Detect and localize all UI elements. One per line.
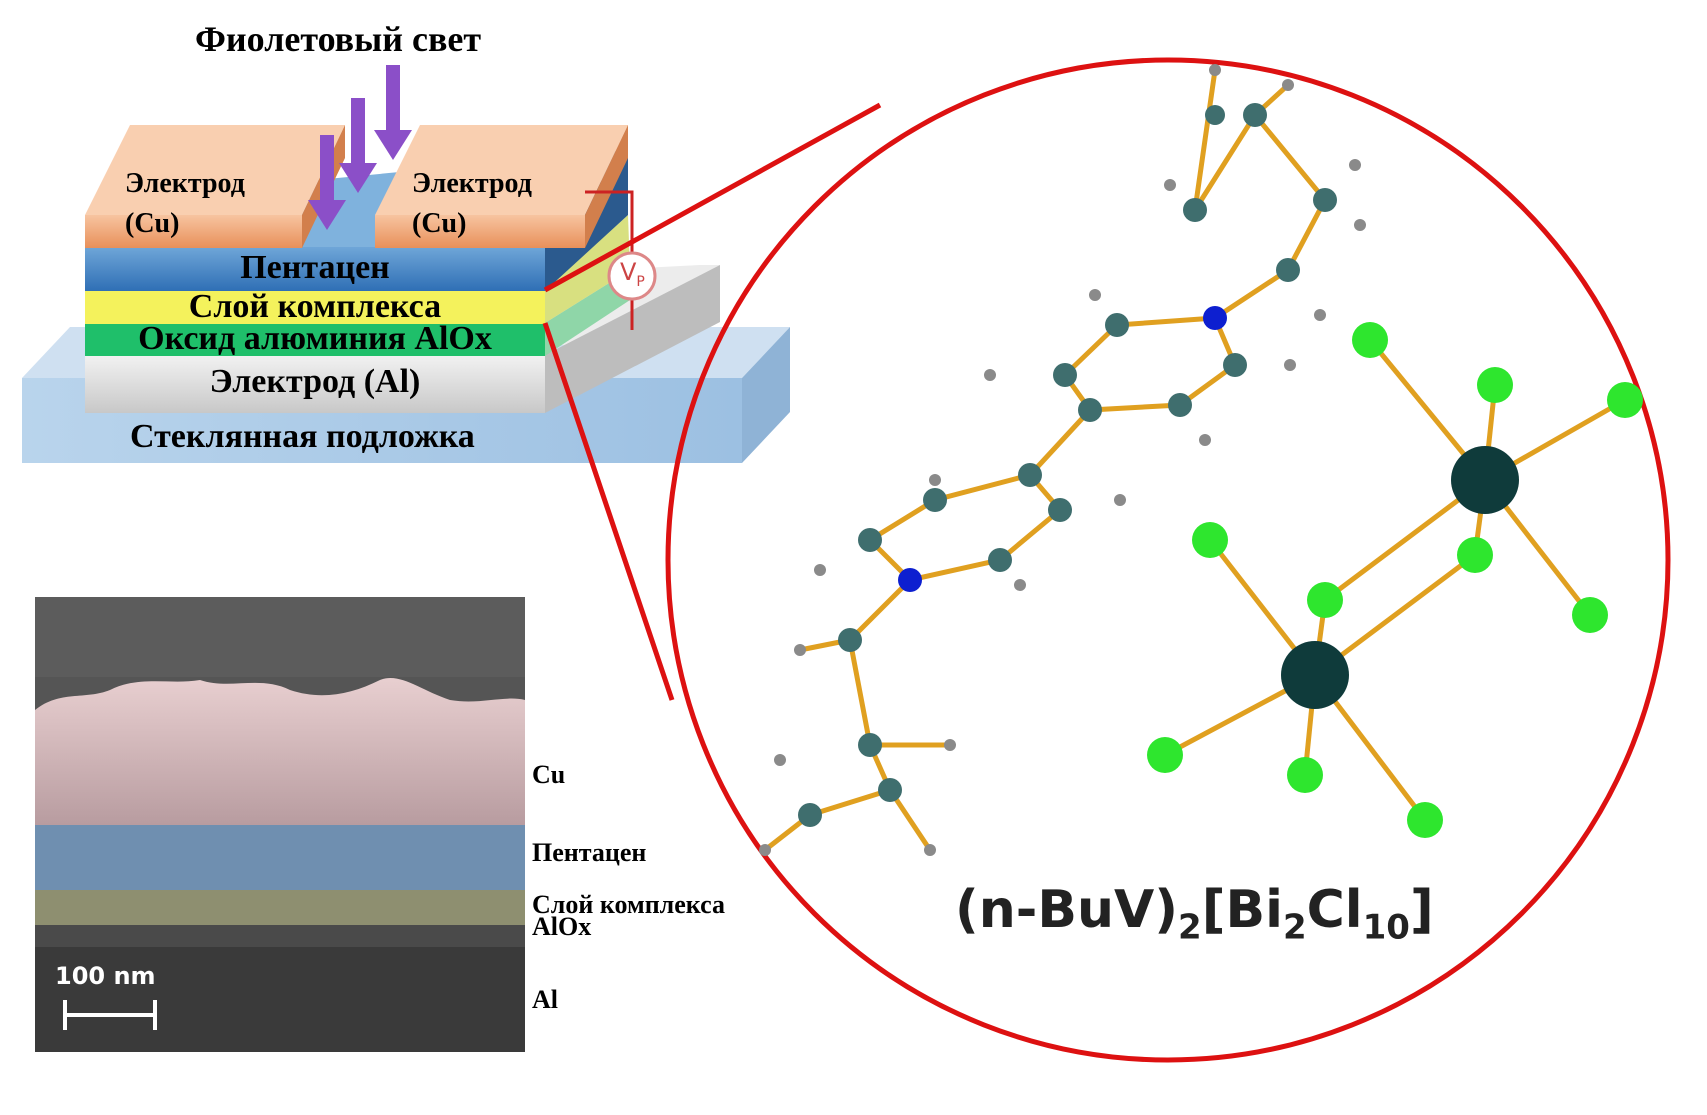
electrode-right-line1: Электрод <box>412 168 532 199</box>
light-arrows <box>308 65 412 230</box>
sem-label-complex: Слой комплекса <box>532 890 725 919</box>
molecule-formula: (n-BuV)2[Bi2Cl10] <box>955 880 1434 948</box>
voltmeter-label: VP <box>620 258 645 290</box>
sem-pentacene-band <box>35 825 525 890</box>
scale-bar <box>63 1000 157 1030</box>
complex-layer-front <box>85 290 545 324</box>
voltmeter-wire <box>585 190 634 253</box>
molecule-structure <box>759 64 1643 856</box>
voltmeter-subscript: P <box>636 273 645 290</box>
pentacene-front <box>85 247 545 291</box>
glass-substrate-side <box>742 327 790 463</box>
zoom-circle <box>665 57 1671 1063</box>
alox-side <box>545 270 630 356</box>
sem-label-pentacene: Пентацен <box>532 838 647 867</box>
sem-label-cu: Cu <box>532 760 566 789</box>
layer-label-complex: Слой комплекса <box>188 288 442 325</box>
sem-cu-band <box>35 678 525 825</box>
al-electrode-side <box>545 265 720 413</box>
light-label: Фиолетовый свет <box>195 19 482 59</box>
voltmeter-circle <box>607 251 657 301</box>
sem-complex-band <box>35 890 525 925</box>
layer-label-pentacene: Пентацен <box>240 249 390 286</box>
cu-left-front <box>85 215 302 248</box>
cu-left-top <box>85 125 345 215</box>
cu-right-top <box>375 125 628 215</box>
scale-bar-label: 100 nm <box>55 962 156 990</box>
zoom-line-top <box>543 102 882 293</box>
sem-al-band <box>35 947 525 1052</box>
electrode-left-line1: Электрод <box>125 168 245 199</box>
sem-label-alox: AlOx <box>532 912 592 941</box>
al-electrode-front <box>85 355 545 413</box>
electrode-right-line2: (Cu) <box>412 208 467 239</box>
zoom-line-bottom <box>542 322 675 701</box>
alox-front <box>85 323 545 356</box>
layer-label-al-electrode: Электрод (Al) <box>209 363 421 400</box>
sem-image <box>35 597 525 1052</box>
electrode-left-line2: (Cu) <box>125 208 180 239</box>
cu-right-side <box>585 125 628 248</box>
sem-alox-band <box>35 925 525 947</box>
layer-label-glass: Стеклянная подложка <box>130 418 475 455</box>
sem-label-al: Al <box>532 985 558 1014</box>
cu-right-front <box>375 215 585 248</box>
layer-label-alox: Оксид алюминия AlOx <box>138 320 492 357</box>
voltmeter-symbol: V <box>620 258 637 286</box>
